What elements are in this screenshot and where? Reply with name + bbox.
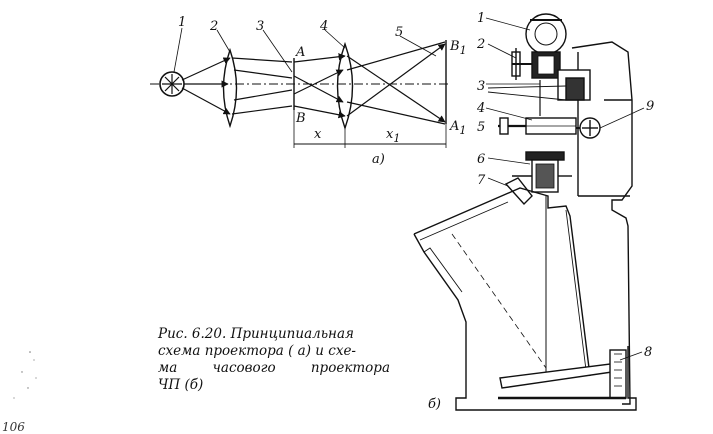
figure-caption: Рис. 6.20. Принципиальная схема проектор…: [158, 326, 390, 394]
label-a-3: 3: [256, 19, 264, 34]
label-a-1: 1: [178, 15, 186, 30]
point-A: A: [295, 45, 305, 60]
screen-front: [413, 233, 637, 411]
label-b-9: 9: [646, 99, 654, 114]
bottom-mirror: [498, 349, 627, 400]
label-b-3: 3: [477, 79, 485, 94]
label-b-7: 7: [477, 173, 486, 188]
objective-assembly: [512, 151, 572, 193]
caption-line-3: ма часового проектора: [158, 360, 390, 376]
point-B: B: [295, 111, 306, 126]
part-label-b: б): [428, 397, 441, 412]
label-a-2: 2: [209, 19, 218, 34]
deflector-plate: [504, 177, 533, 206]
optical-scheme-labels: 1 2 3 4 5 A B B1 A1 x x1 а): [178, 15, 467, 167]
page-number: 106: [2, 420, 25, 434]
label-b-5: 5: [477, 120, 485, 135]
caption-line-1: Рис. 6.20. Принципиальная: [158, 326, 354, 342]
label-b-2: 2: [476, 37, 485, 52]
object-stage: [498, 117, 577, 135]
adjust-knob: [511, 48, 532, 80]
clock-projector-diagram: [413, 13, 645, 411]
projector-column: [571, 41, 633, 405]
lamp-housing: [525, 13, 567, 79]
label-a-4: 4: [319, 19, 328, 34]
label-b-8: 8: [644, 345, 652, 360]
label-b-4: 4: [476, 101, 485, 116]
point-B1: B1: [449, 39, 467, 57]
label-a-5: 5: [395, 25, 403, 40]
point-A1: A1: [449, 119, 466, 137]
condenser-lens: [222, 47, 238, 129]
dim-label-x: x: [314, 127, 322, 142]
dim-label-x1: x1: [386, 127, 400, 145]
focus-knob: [576, 117, 601, 139]
caption-line-4: ЧП (б): [158, 377, 204, 393]
clock-projector-labels: 1 2 3 4 5 6 7 9 8 б): [428, 11, 654, 412]
scan-marks: [13, 351, 37, 399]
label-b-6: 6: [477, 152, 485, 167]
label-b-1: 1: [477, 11, 485, 26]
caption-line-2: схема проектора ( а) и схе-: [158, 343, 356, 359]
mirror-block: [487, 69, 591, 116]
optical-scheme-diagram: [150, 27, 450, 148]
part-label-a: а): [372, 152, 385, 167]
projector-hood: [413, 187, 591, 377]
